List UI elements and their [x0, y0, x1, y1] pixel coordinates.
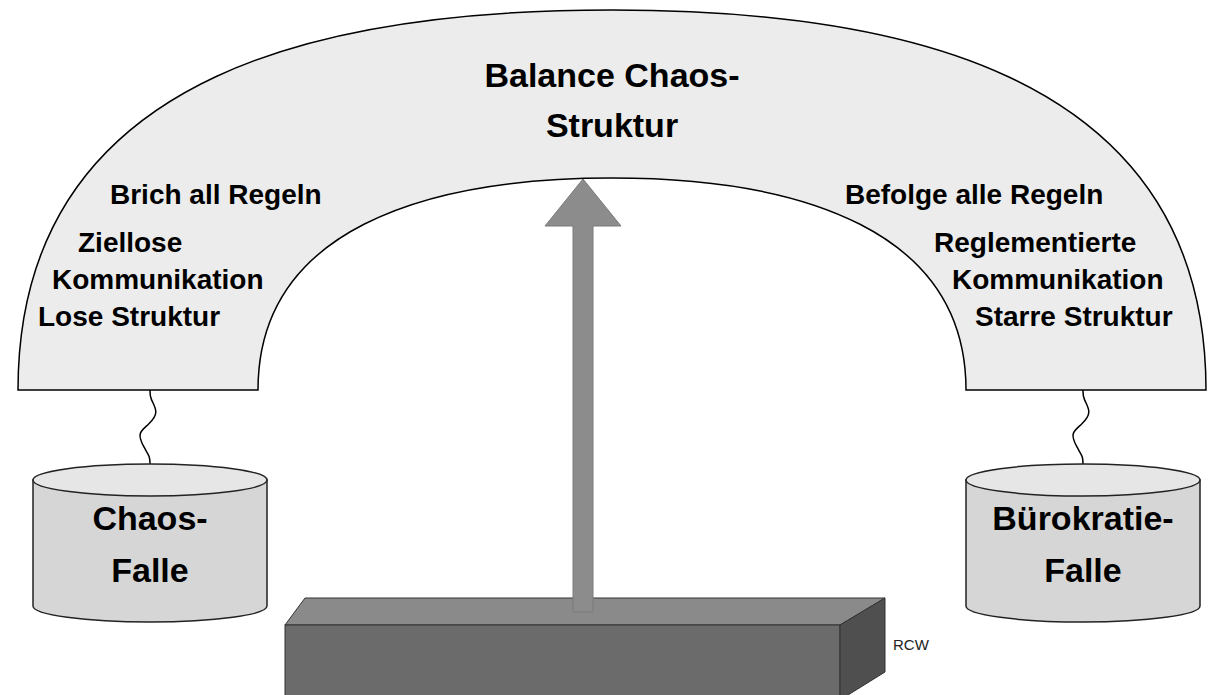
cylinder-outline — [32, 462, 268, 624]
arch-band: Balance Chaos-StrukturBrich all RegelnZi… — [18, 8, 1206, 391]
cylinder-body — [966, 480, 1200, 622]
arch-side-text: Reglementierte Kommunikation — [952, 224, 1187, 298]
hanging-hook — [1073, 390, 1089, 464]
arch-heading: Balance Chaos-Struktur — [472, 50, 752, 150]
arch-band-shape — [18, 10, 1206, 390]
cylinder-label: Bürokratie- Falle — [992, 492, 1173, 596]
cylinder-text-area: Chaos- Falle — [32, 462, 268, 596]
cylinder-body — [33, 480, 267, 622]
trap-cylinder: Chaos- Falle — [32, 462, 268, 624]
corner-label: RCW — [893, 636, 929, 654]
upward-arrow — [545, 179, 621, 612]
arch-side-text: Brich all Regeln — [110, 179, 322, 211]
arch-side-text: Starre Struktur — [975, 300, 1173, 334]
arch-side-text: Ziellose Kommunikation — [52, 224, 302, 298]
arch-side-text: Lose Struktur — [38, 300, 220, 334]
cylinder-top — [966, 464, 1200, 496]
cylinder-top — [33, 464, 267, 496]
cylinder-text-area: Bürokratie- Falle — [965, 462, 1201, 596]
arch-side-text: Befolge alle Regeln — [845, 179, 1103, 211]
bar-side-face — [840, 598, 885, 695]
trap-cylinder: Bürokratie- Falle — [965, 462, 1201, 624]
bar-front-face — [285, 625, 840, 695]
cylinder-outline — [965, 462, 1201, 624]
hanging-hook — [140, 390, 156, 464]
cylinder-label: Chaos- Falle — [92, 492, 207, 596]
